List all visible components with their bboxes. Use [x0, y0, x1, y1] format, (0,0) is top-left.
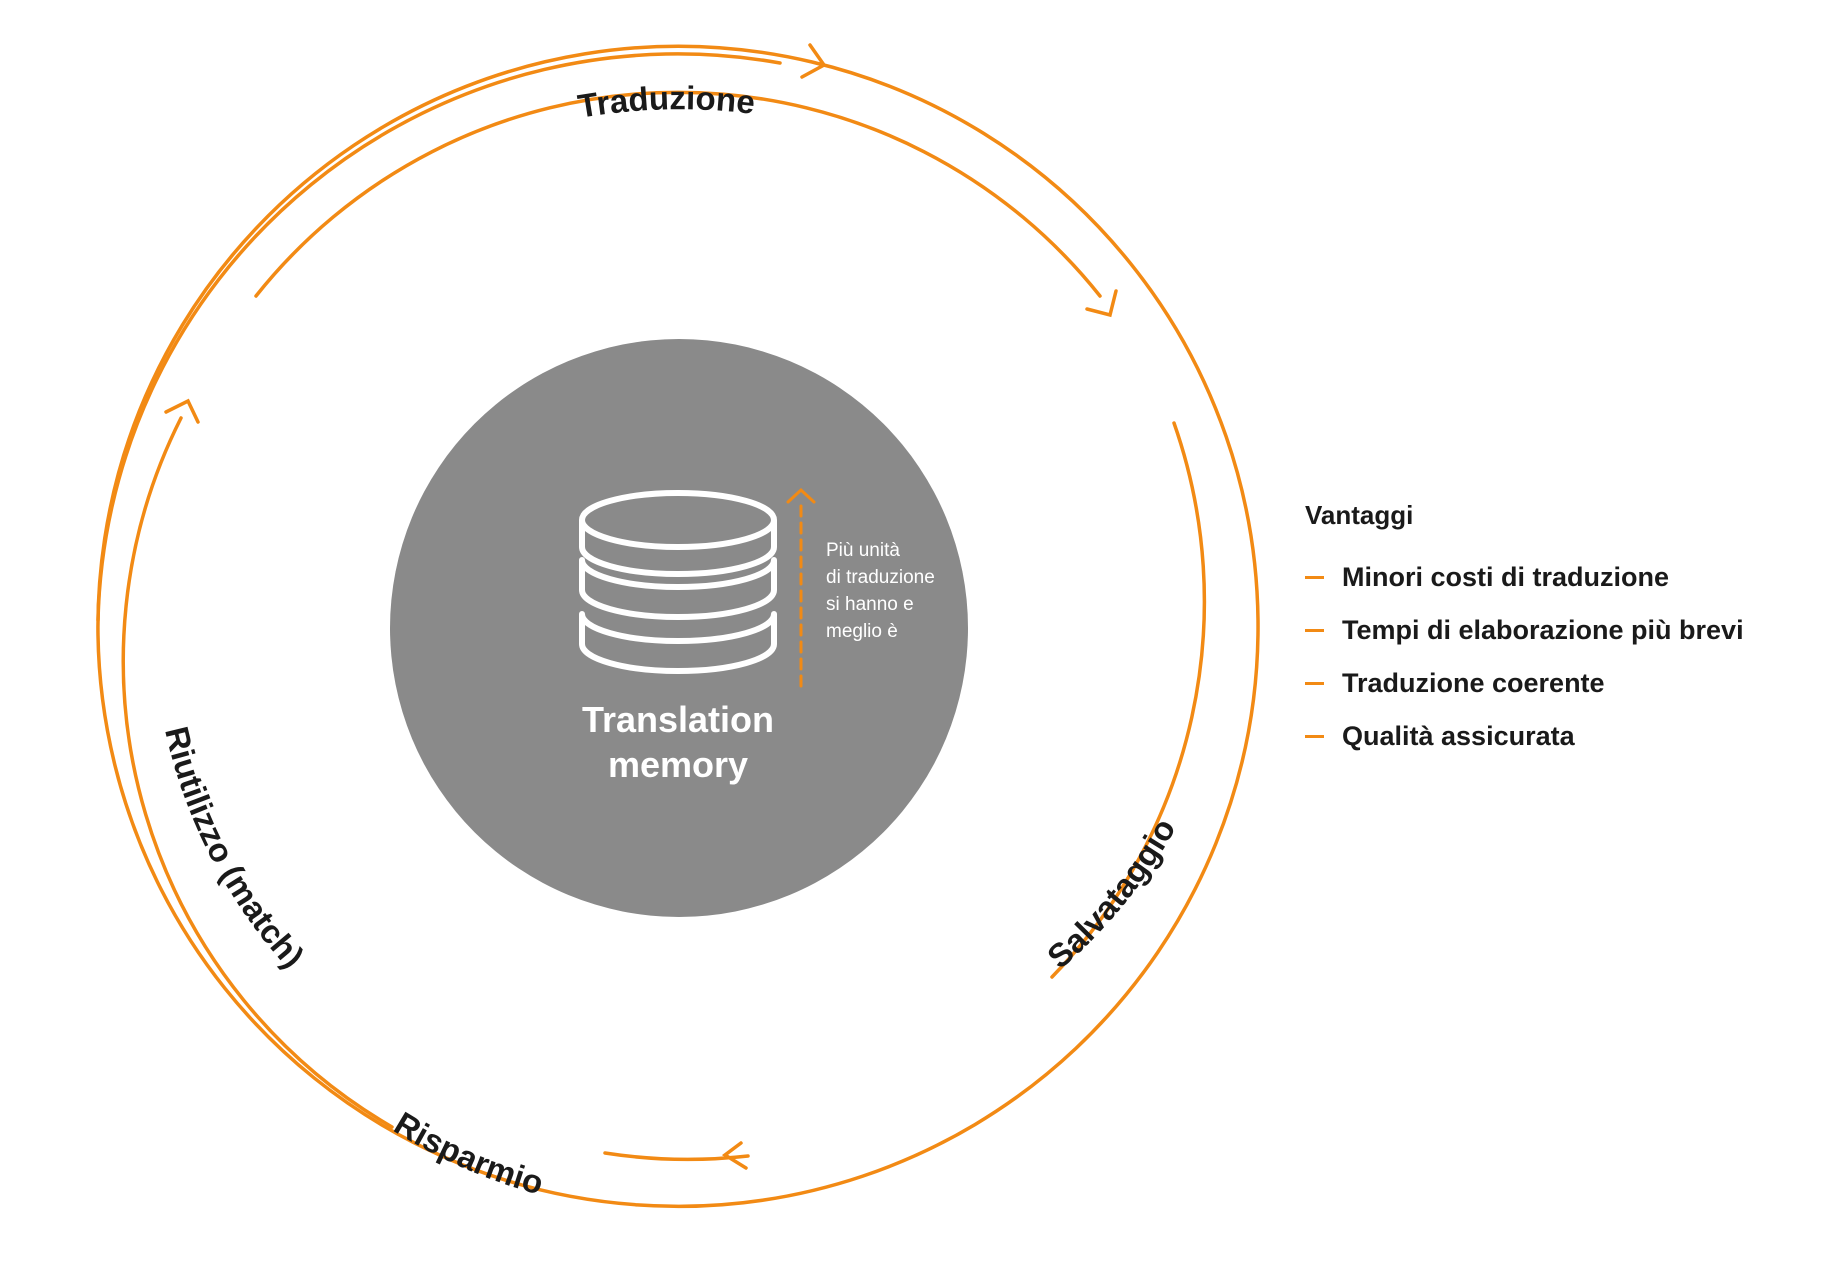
cycle-label-traduzione: Traduzione — [575, 79, 757, 125]
cycle-label-salvataggio: Salvataggio — [1040, 812, 1182, 975]
arrowhead-right-icon — [1085, 289, 1118, 318]
inner-arc-left — [121, 416, 394, 1129]
center-title-line1: Translation — [582, 699, 774, 740]
arrowhead-left-icon — [164, 398, 200, 424]
benefit-label: Qualità assicurata — [1342, 721, 1575, 751]
cycle-label-traduzione-text: Traduzione — [575, 79, 757, 125]
cycle-label-salvataggio-text: Salvataggio — [1040, 812, 1182, 975]
benefit-label: Minori costi di traduzione — [1342, 562, 1670, 592]
note-line-3: si hanno e — [826, 594, 914, 615]
center-title-line2: memory — [608, 744, 748, 785]
outer-ring — [96, 44, 1260, 1209]
benefit-label: Tempi di elaborazione più brevi — [1342, 615, 1744, 645]
dashed-up-arrow-icon — [786, 487, 816, 688]
outer-ring-top-arc — [96, 52, 782, 622]
note-line-2: di traduzione — [826, 567, 935, 588]
cycle-label-riutilizzo-text: Riutilizzo (match) — [158, 723, 311, 975]
dash-bullet-icon — [1305, 576, 1324, 579]
note-line-1: Più unità — [826, 540, 900, 561]
benefit-item: Tempi di elaborazione più brevi — [1305, 604, 1744, 657]
dash-bullet-icon — [1305, 735, 1324, 738]
benefit-item: Qualità assicurata — [1305, 710, 1744, 763]
benefits-title: Vantaggi — [1305, 500, 1414, 530]
cycle-label-risparmio-text: Risparmio — [388, 1104, 547, 1201]
database-icon — [579, 490, 777, 674]
benefit-item: Minori costi di traduzione — [1305, 551, 1744, 604]
note-line-4: meglio è — [826, 621, 898, 642]
inner-ring — [121, 90, 1207, 1162]
arrowhead-bottom-icon — [721, 1141, 748, 1170]
inner-arc-top — [254, 90, 1102, 298]
benefit-label: Traduzione coerente — [1342, 668, 1605, 698]
outer-ring-arc — [96, 44, 1260, 1209]
inner-arc-right — [1050, 421, 1207, 979]
cycle-label-risparmio: Risparmio — [388, 1104, 547, 1201]
translation-memory-circle — [390, 339, 968, 917]
cycle-label-riutilizzo: Riutilizzo (match) — [158, 723, 311, 975]
dash-bullet-icon — [1305, 629, 1324, 632]
arrowhead-top-icon — [800, 43, 827, 79]
dash-bullet-icon — [1305, 682, 1324, 685]
inner-arc-bottom — [603, 1151, 750, 1162]
benefit-item: Traduzione coerente — [1305, 657, 1744, 710]
benefits-panel: Vantaggi Minori costi di traduzione Temp… — [1305, 500, 1744, 763]
